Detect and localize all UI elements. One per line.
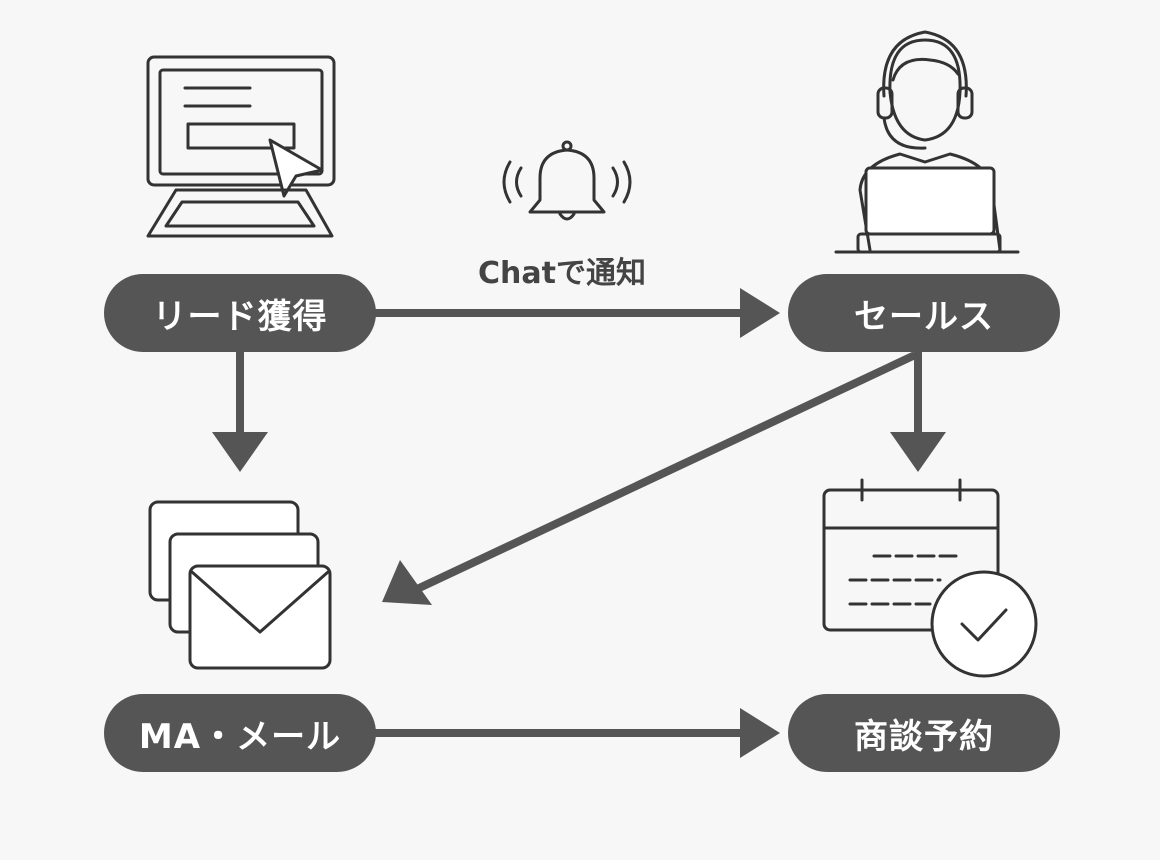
arrow-lead-to-ma (212, 350, 268, 472)
notification-caption: Chatで通知 (478, 256, 646, 291)
headset-operator-laptop-icon (834, 30, 1020, 254)
node-meeting: 商談予約 (788, 694, 1060, 772)
ringing-bell-icon (502, 140, 632, 221)
stacked-envelopes-icon (148, 500, 332, 670)
computer-monitor-cursor-icon (146, 55, 336, 238)
arrow-lead-to-sales (372, 288, 780, 338)
node-sales: セールス (788, 274, 1060, 352)
calendar-check-icon (822, 478, 1038, 678)
node-lead: リード獲得 (104, 274, 376, 352)
arrow-sales-to-ma (382, 351, 917, 605)
arrow-ma-to-meeting (372, 708, 780, 758)
arrow-sales-to-meeting (890, 350, 946, 472)
node-ma-mail: MA・メール (104, 694, 376, 772)
